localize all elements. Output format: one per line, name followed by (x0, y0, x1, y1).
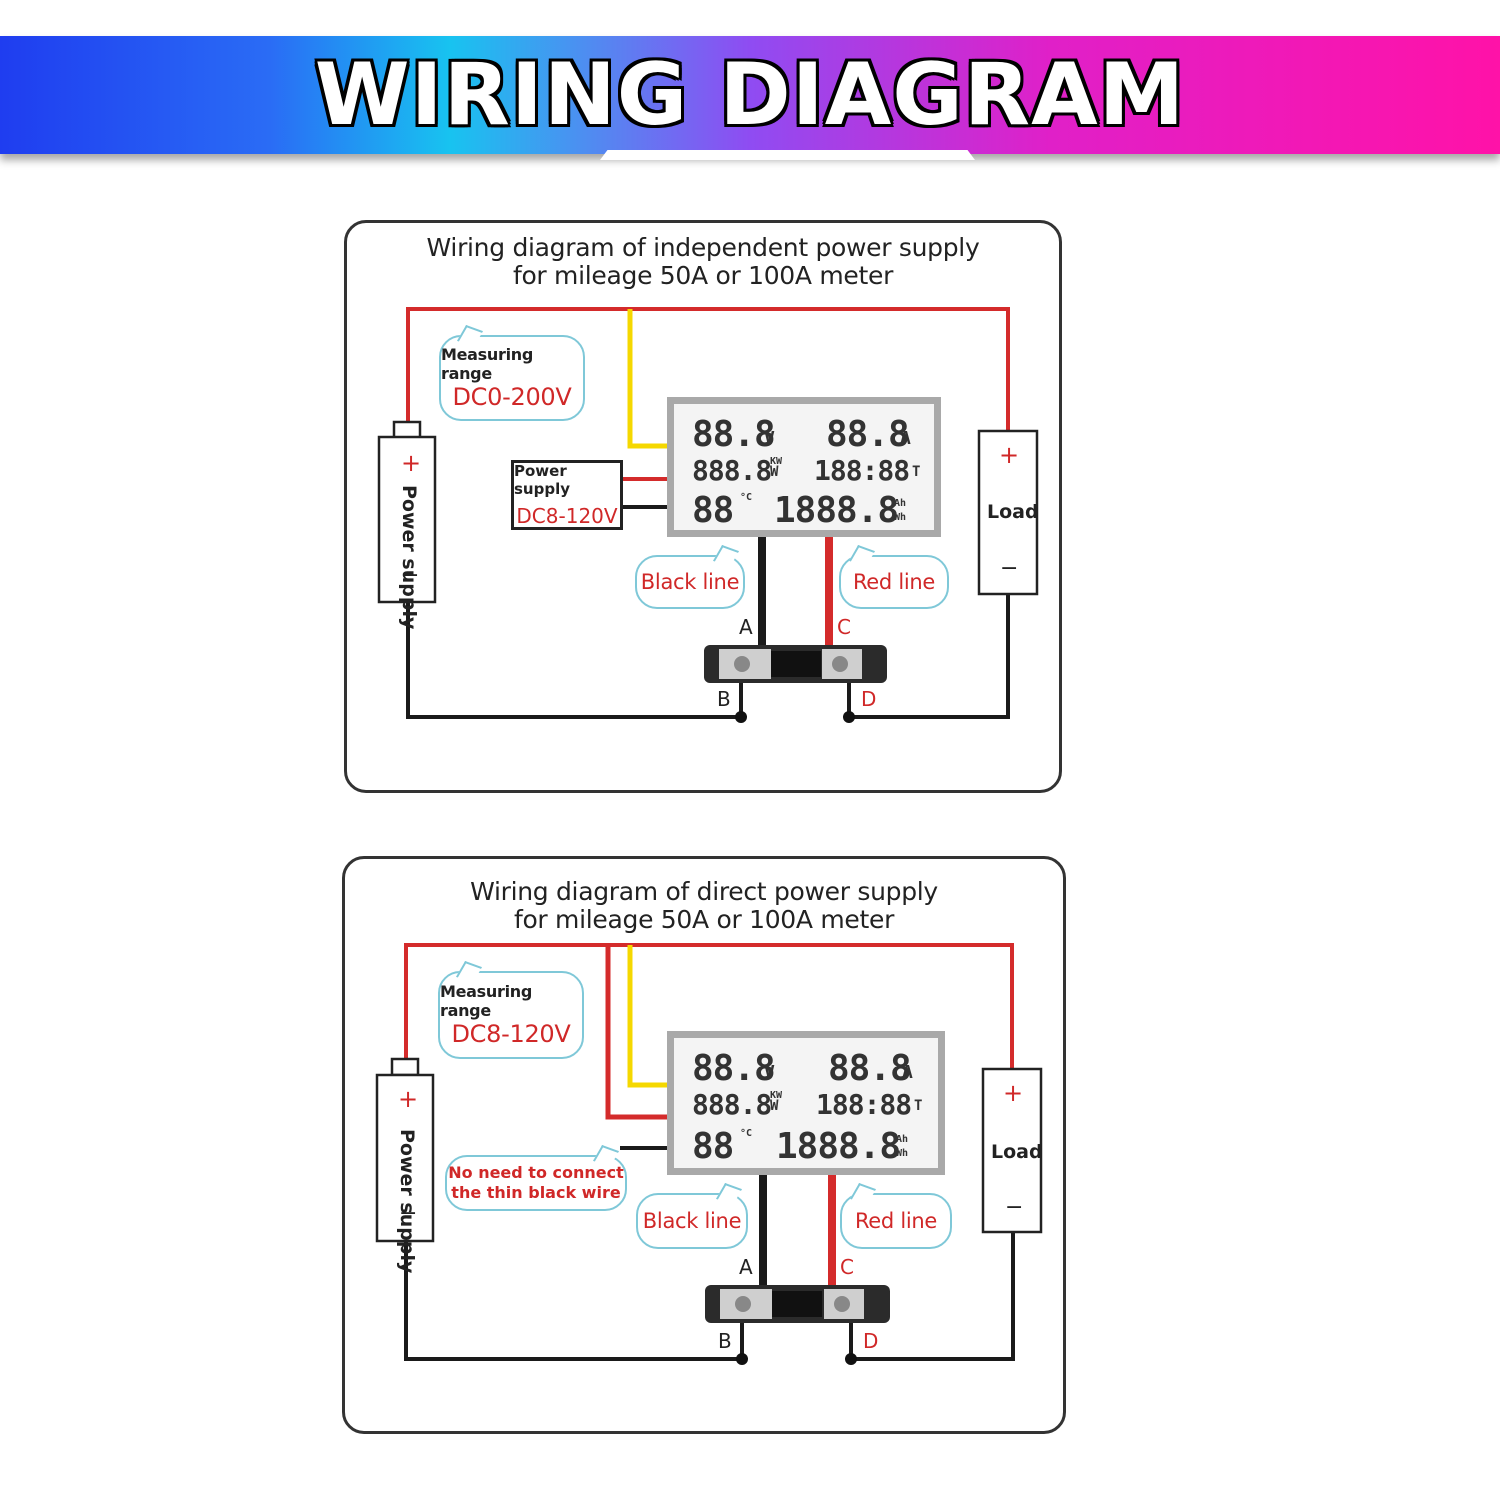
load-body (977, 429, 1039, 596)
junction-d (845, 1353, 857, 1365)
diagram-panel-independent: Wiring diagram of independent power supp… (344, 220, 1062, 793)
yellow-wire (627, 945, 667, 1088)
yellow-wire (627, 309, 669, 449)
banner-notch (600, 150, 975, 160)
battery-body (375, 1073, 435, 1243)
title-banner (0, 36, 1500, 154)
black-line-label: Black line (642, 1209, 742, 1233)
power-supply-box: Power supply DC8-120V (511, 460, 623, 530)
battery-plus: + (401, 449, 422, 477)
lcd-volt: 88.8 (692, 414, 776, 455)
black-line-bubble: Black line (635, 545, 745, 609)
black-wire-bottom (404, 1241, 744, 1361)
battery-minus: − (401, 563, 420, 588)
lcd-amp-unit: A (902, 1062, 913, 1083)
lcd-amp: 88.8 (826, 414, 910, 455)
lcd-temp-unit: °C (740, 1128, 753, 1139)
banner-title: WIRING DIAGRAM (314, 45, 1186, 145)
diagram-panel-direct: Wiring diagram of direct power supply fo… (342, 856, 1066, 1434)
load-plus: + (1003, 1079, 1024, 1107)
lcd-power: 888.8 (692, 1088, 772, 1121)
thin-wire-note-line1: No need to connect (448, 1163, 624, 1182)
red-line-bubble: Red line (840, 1183, 952, 1249)
red-wire-top (406, 307, 1010, 433)
load-minus: − (1005, 1195, 1024, 1220)
lcd-power: 888.8 (692, 454, 772, 487)
meter-lcd: 88.8 V 88.8 A 888.8 KW W 188:88 T 88 °C … (667, 1031, 945, 1175)
junction-d (843, 711, 855, 723)
lcd-volt: 88.8 (692, 1048, 776, 1089)
terminal-d: D (863, 1329, 879, 1353)
load-label: Load (991, 1141, 1043, 1163)
measuring-range-value: DC8-120V (451, 1020, 571, 1048)
terminal-d: D (861, 687, 877, 711)
measuring-range-label: Measuring range (441, 345, 534, 383)
load-minus: − (1000, 556, 1019, 581)
lcd-volt-unit: V (764, 1062, 775, 1083)
terminal-a: A (739, 1255, 753, 1279)
terminal-b: B (718, 1329, 732, 1353)
battery-cap (392, 420, 422, 440)
diagram-title-line1: Wiring diagram of independent power supp… (426, 233, 980, 262)
lcd-time-unit: T (912, 464, 921, 480)
junction-b (736, 1353, 748, 1365)
load-label: Load (987, 501, 1039, 523)
diagram-title-line1: Wiring diagram of direct power supply (470, 877, 938, 906)
black-line-bubble: Black line (636, 1183, 748, 1249)
lcd-power-unit-top: KW (770, 1090, 783, 1101)
lcd-energy: 1888.8 (776, 1126, 901, 1167)
lcd-power-unit-top: KW (770, 456, 783, 467)
load-plus: + (999, 441, 1020, 469)
lcd-energy-unit-top: Ah (896, 1134, 909, 1145)
lcd-temp: 88 (692, 490, 734, 531)
red-line-label: Red line (854, 1209, 938, 1233)
thin-wire-note-line2: the thin black wire (451, 1183, 621, 1202)
measuring-range-bubble: Measuring range DC8-120V (438, 961, 584, 1059)
lcd-power-unit-bottom: W (770, 1098, 779, 1114)
battery-plus: + (398, 1085, 419, 1113)
measuring-range-value: DC0-200V (452, 383, 572, 411)
lcd-temp: 88 (692, 1126, 734, 1167)
terminal-c: C (840, 1255, 854, 1279)
lcd-energy-unit-top: Ah (894, 498, 907, 509)
thin-wire-note-bubble: No need to connect the thin black wire (445, 1145, 627, 1211)
lcd-power-unit-bottom: W (770, 464, 779, 480)
red-line-bubble: Red line (839, 545, 949, 609)
battery-minus: − (399, 1201, 418, 1226)
wiring-lines (377, 307, 1039, 723)
lcd-amp: 88.8 (828, 1048, 912, 1089)
meter-lcd: 88.8 V 88.8 A 888.8 KW W 188:88 T 88 °C … (667, 397, 941, 537)
lcd-volt-unit: V (764, 428, 775, 449)
power-supply-box-value: DC8-120V (516, 504, 618, 528)
lcd-temp-unit: °C (740, 492, 753, 503)
black-line-label: Black line (640, 570, 740, 594)
red-wire-meter (605, 945, 667, 1120)
power-supply-box-label: Power supply (514, 462, 571, 498)
black-wire-bottom (406, 601, 743, 719)
shunt (704, 645, 887, 683)
lcd-time: 188:88 (816, 1088, 912, 1121)
lcd-energy: 1888.8 (774, 490, 899, 531)
diagram-title-line2: for mileage 50A or 100A meter (512, 261, 894, 290)
red-line-label: Red line (852, 570, 936, 594)
load-body (981, 1067, 1043, 1234)
battery-cap (390, 1057, 420, 1077)
red-wire-top (404, 943, 1014, 1069)
wiring-lines (375, 943, 1043, 1365)
terminal-a: A (739, 615, 753, 639)
shunt (705, 1285, 890, 1323)
lcd-time: 188:88 (814, 454, 910, 487)
junction-b (735, 711, 747, 723)
diagram-title-line2: for mileage 50A or 100A meter (513, 905, 895, 934)
battery-label: Power supply (398, 485, 420, 630)
lcd-time-unit: T (914, 1098, 923, 1114)
measuring-range-bubble: Measuring range DC0-200V (439, 325, 585, 421)
measuring-range-label: Measuring range (440, 982, 533, 1020)
battery-body (377, 435, 437, 604)
lcd-energy-unit-bottom: Wh (896, 1148, 909, 1159)
terminal-b: B (717, 687, 731, 711)
terminal-c: C (837, 615, 851, 639)
lcd-amp-unit: A (900, 428, 911, 449)
lcd-energy-unit-bottom: Wh (894, 512, 907, 523)
